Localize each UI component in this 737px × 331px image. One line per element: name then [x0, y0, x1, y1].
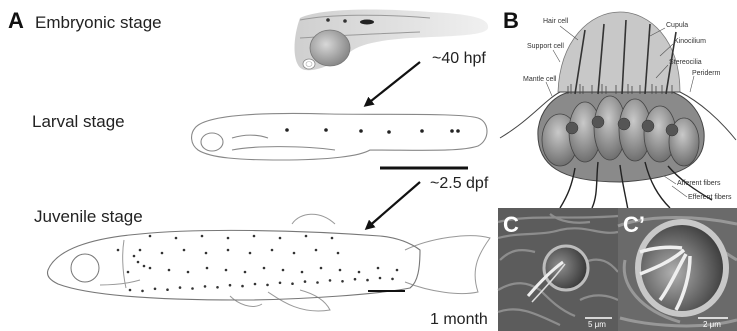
panel-b-letter: B [503, 8, 519, 34]
neuromast-dot [183, 249, 186, 252]
juvenile-neuromasts [117, 235, 399, 293]
label-support-cell: Support cell [527, 43, 564, 50]
neuromast-dot [253, 235, 256, 238]
neuromast-dot [341, 280, 344, 283]
neuromast-dot [279, 282, 282, 285]
age-label-juvenile: 1 month [430, 311, 488, 329]
panel-c-letter: C [503, 212, 519, 238]
neuromast-dot [315, 249, 318, 252]
label-cupula: Cupula [666, 22, 688, 29]
neuromast-dot [206, 267, 209, 270]
stage-label-juvenile: Juvenile stage [34, 207, 143, 227]
neuromast-dot [263, 267, 266, 270]
cupula [558, 12, 680, 92]
neuromast-dot [166, 288, 169, 291]
neuromast-dot [304, 280, 307, 283]
neuromast-dot [279, 237, 282, 240]
neuromast-dot [358, 271, 361, 274]
neuromast-dot [175, 237, 178, 240]
label-afferent-fibers: Afferent fibers [677, 180, 720, 187]
neuromast-dot [291, 282, 294, 285]
neuromast-dot [187, 271, 190, 274]
neuromast-dot [339, 269, 342, 272]
stage-label-embryonic: Embryonic stage [35, 13, 162, 33]
neuromast-dot [127, 271, 130, 274]
label-mantle-cell: Mantle cell [523, 76, 556, 83]
neuromast-dot [337, 252, 340, 255]
neuromast-dot [191, 287, 194, 290]
label-stereocilia: Stereocilia [669, 59, 702, 66]
neuromast-dot [271, 249, 274, 252]
neuromast-dot [301, 271, 304, 274]
neuromast-dot [249, 252, 252, 255]
larva-drawing [192, 113, 487, 160]
neuromast-dot [282, 269, 285, 272]
neuromast-dot [227, 249, 230, 252]
neuromast-dot [201, 235, 204, 238]
neuromast-dot [149, 267, 152, 270]
neuromast-dot [266, 284, 269, 287]
neuromast-dot [366, 279, 369, 282]
neuromast-dot [204, 285, 207, 288]
neuromast-dot [320, 267, 323, 270]
neuromast-dot [379, 277, 382, 280]
neuromast-dot [225, 269, 228, 272]
neuromast-dot [129, 289, 132, 292]
stage-label-larval: Larval stage [32, 112, 125, 132]
neuromast-dot [117, 249, 120, 252]
age-label-larval: ~2.5 dpf [430, 175, 488, 193]
neuromast-dot [354, 278, 357, 281]
neuromast-dot [216, 286, 219, 289]
panel-a-letter: A [8, 8, 24, 34]
neuromast-dot [229, 284, 232, 287]
panel-c-prime-letter: C’ [623, 212, 645, 238]
neuromast-dot [137, 261, 140, 264]
scale-label-c: 5 μm [588, 320, 606, 329]
neuromast-dot [179, 286, 182, 289]
age-label-embryonic: ~40 hpf [432, 50, 486, 68]
arrow-larva-to-juvenile [367, 182, 420, 228]
neuromast-dot [305, 235, 308, 238]
juvenile-drawing [47, 214, 490, 311]
scale-label-c-prime: 2 μm [703, 320, 721, 329]
neuromast-dot [161, 252, 164, 255]
label-kinocilium: Kinocilium [674, 38, 706, 45]
neuromast-dot [154, 288, 157, 291]
neuromast-dot [329, 279, 332, 282]
neuromast-dot [227, 237, 230, 240]
neuromast-dot [316, 281, 319, 284]
neuromast-dot [149, 235, 152, 238]
neuromast-dot [205, 252, 208, 255]
larva-neuromasts [285, 128, 460, 134]
neuromast-dot [139, 249, 142, 252]
neuromast-dot [254, 283, 257, 286]
label-periderm: Periderm [692, 70, 720, 77]
neuromast-dot [293, 252, 296, 255]
neuromast-dot [396, 269, 399, 272]
neuromast-dot [133, 255, 136, 258]
arrow-embryo-to-larva [366, 62, 420, 105]
neuromast-dot [244, 271, 247, 274]
neuromast-dot [143, 265, 146, 268]
label-hair-cell: Hair cell [543, 18, 568, 25]
neuromast-dot [331, 237, 334, 240]
neuromast-dot [391, 278, 394, 281]
neuromast-dot [141, 290, 144, 293]
neuromast-dot [377, 267, 380, 270]
label-efferent-fibers: Efferent fibers [688, 194, 731, 201]
neuromast-dot [241, 285, 244, 288]
neuromast-dot [168, 269, 171, 272]
